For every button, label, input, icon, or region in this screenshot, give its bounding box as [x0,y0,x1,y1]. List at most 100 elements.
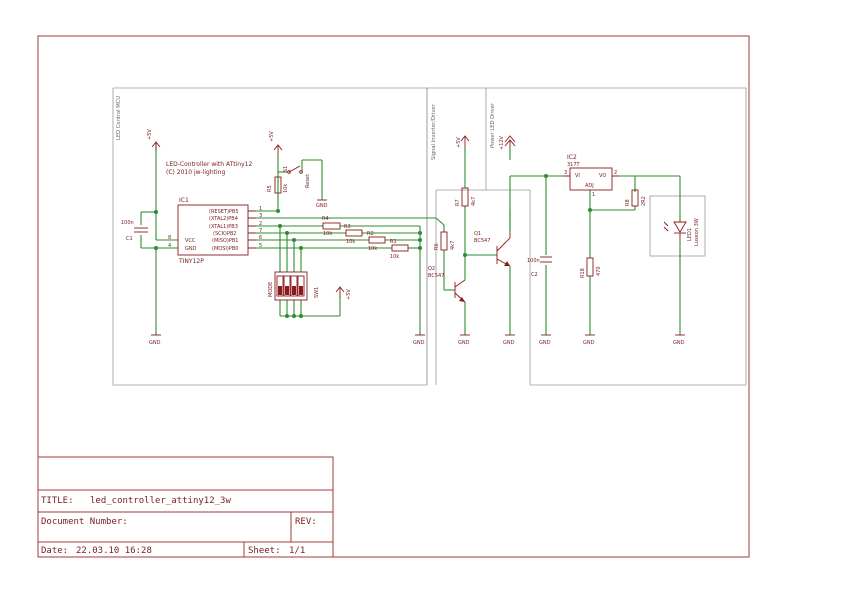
gnd-label-led: GND [673,340,685,346]
svg-text:+12V: +12V [499,135,505,150]
resistor-r4 [322,222,341,230]
resistor-r6 [440,231,448,251]
document-number-label: Document Number: [41,517,128,527]
q2-part: BC547 [428,273,444,279]
r4-value: 10k [323,231,332,237]
sw1-name: SW1 [314,287,320,298]
c2-name: C2 [531,272,538,278]
svg-text:+5V: +5V [147,129,153,140]
supply-plus5-inverter: +5V [456,135,470,148]
ic1-gnd-pin: 4 [168,243,171,249]
resistor-r5 [274,176,282,194]
r3-value: 10k [346,239,355,245]
r6-name: R6 [434,243,440,250]
region-label-led-driver: Power LED Driver [490,102,496,148]
ic1-pinnum-6: 6 [259,235,262,241]
s1-label: Reset [305,174,311,188]
wires [140,143,681,335]
r7-value: 4k7 [471,197,477,206]
s1-name: S1 [283,166,289,172]
transistor-q1 [496,232,511,267]
ic1-pin-xtal2: (XTAL2)PB4 [209,216,238,222]
ic1-pin-mosi: (MOSI)PB0 [212,246,238,252]
r1-name: R1 [390,239,397,245]
supply-plus12: +12V [499,135,516,150]
c2-value: 100n [527,258,540,264]
ic1-pinnum-3: 3 [259,213,262,219]
ic1-name: IC1 [179,197,189,204]
r5-name: R5 [267,185,273,192]
title-value: led_controller_attiny12_3w [90,496,231,506]
supply-plus5-sw: +5V [335,286,352,300]
ic1-vcc-pin: 8 [168,235,171,241]
sheet-value: 1/1 [289,546,305,556]
dip-switch-sw1 [274,271,308,301]
sheet-frame [37,35,750,558]
r18-value: 470 [596,266,602,276]
c1-name: C1 [126,236,133,242]
r2-name: R2 [367,231,374,237]
led1-name: LED1 [687,228,693,241]
capacitor-c2 [540,256,552,263]
note-line-1: LED-Controller with ATtiny12 [166,161,252,168]
ic1-pin-reset: (RESET)PB5 [209,209,239,215]
switch-s1 [287,165,303,174]
led1-part: Luxeon 3W [694,218,700,246]
r1-value: 10k [390,254,399,260]
note-line-2: (C) 2010 jw-lighting [166,169,225,176]
r5-value: 10k [283,184,289,193]
ic2-pin-adj: 1 [592,192,595,198]
r4-name: R4 [322,216,329,222]
ic1-body [177,204,256,256]
ic1-gnd-label: GND [185,246,197,252]
ic2-pin-vi: 3 [564,170,567,176]
gnd-label-r18: GND [583,340,595,346]
ic2-vi: VI [575,173,580,179]
resistor-r3 [345,229,363,237]
r6-value: 4k7 [450,241,456,250]
region-label-mcu: LED Control MCU [116,96,122,140]
ic1-pinnum-5: 5 [259,243,262,249]
r3-name: R3 [344,224,351,230]
led-diode-icon [663,220,687,240]
ic1-pin-miso: (MISO)PB1 [212,238,238,244]
supply-plus5-reset: +5V [269,131,283,156]
sheet-label: Sheet: [248,546,281,556]
resistor-r18 [586,257,594,277]
ic1-pinnum-1: 1 [259,206,262,212]
region-label-inverter: Signal Inverter/Driver [431,103,437,160]
r7-name: R7 [455,199,461,206]
svg-text:+5V: +5V [269,131,275,142]
transistor-q2 [454,279,466,303]
junctions [154,174,592,318]
r8-value: 2R2 [641,196,647,206]
ic1-pinnum-7: 7 [259,228,262,234]
gnd-symbols [151,199,685,336]
resistor-r2 [368,236,386,244]
q1-name: Q1 [474,231,481,237]
resistor-r1 [391,244,409,252]
resistor-r8 [631,189,639,207]
r2-value: 10k [368,246,377,252]
sw1-label: MODE [268,282,274,297]
r8-name: R8 [625,199,631,206]
ic1-vcc-label: VCC [185,238,196,244]
svg-text:+5V: +5V [346,289,352,300]
ic2-regulator [563,167,619,191]
date-value: 22.03.10 16:28 [76,546,152,556]
resistor-r7 [461,187,469,207]
ic1-part: TINY12P [178,258,204,265]
date-label: Date: [41,546,68,556]
q1-part: BC547 [474,238,490,244]
ic2-part: 317T [567,162,581,168]
gnd-label-reset: GND [316,203,328,209]
gnd-label-q1: GND [503,340,515,346]
gnd-label-c2: GND [539,340,551,346]
region-outlines [112,87,747,386]
rev-label: REV: [295,517,317,527]
ic2-name: IC2 [567,154,577,161]
title-block-frame [38,456,334,557]
gnd-label-c1: GND [149,340,161,346]
ic2-adj: ADJ [585,183,594,189]
